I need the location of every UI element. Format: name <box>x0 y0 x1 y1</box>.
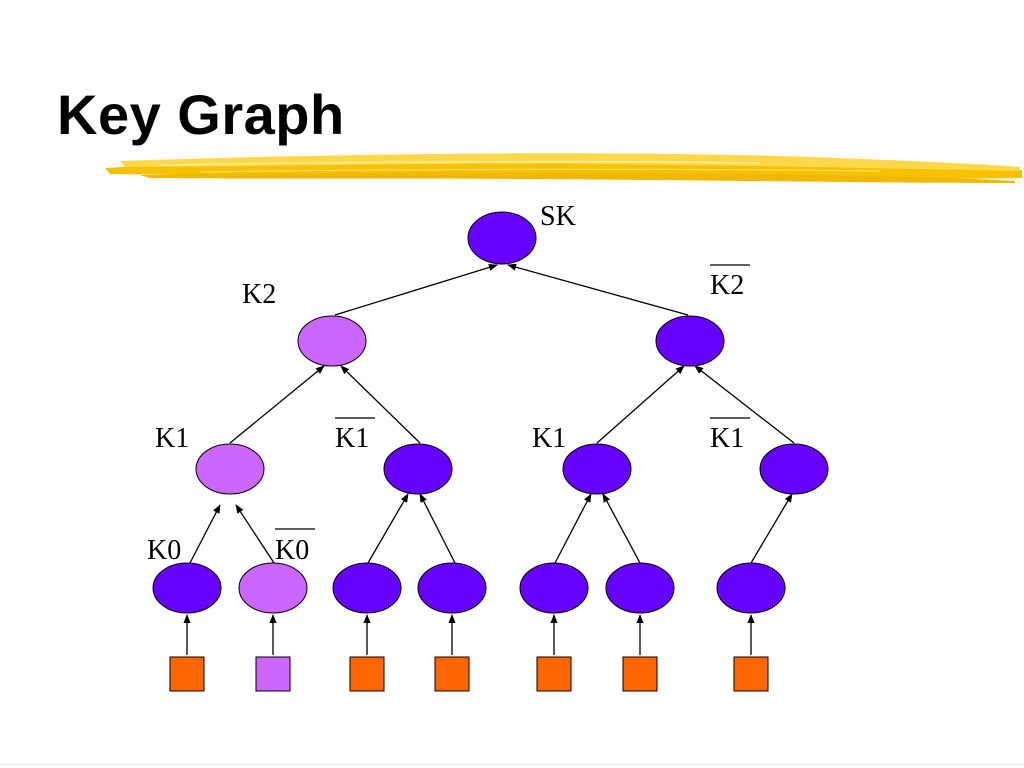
nodes <box>152 211 829 614</box>
edge-n5-k1r <box>554 493 592 564</box>
label-k0: K0 <box>147 535 181 566</box>
title-highlight-stroke <box>105 153 1022 183</box>
label-k1-right: K1 <box>532 423 566 454</box>
node-k0-3 <box>332 562 402 614</box>
label-k1-bar-right: K1 <box>710 423 744 454</box>
user-leaf-6 <box>622 656 658 692</box>
edge-k1barr-k2bar <box>694 365 795 444</box>
edge-k0-k1 <box>189 504 221 564</box>
node-k0-6 <box>605 562 675 614</box>
edge-k1bar-k2 <box>340 365 421 444</box>
edge-k0bar-k1 <box>235 504 275 564</box>
edge-n3-k1bar <box>367 493 409 564</box>
node-sk <box>467 211 537 265</box>
node-k2-bar <box>655 315 725 367</box>
label-k2: K2 <box>242 279 276 310</box>
edges <box>183 263 795 655</box>
user-leaf-4 <box>434 656 470 692</box>
node-k0-7 <box>716 562 786 614</box>
user-leaf-3 <box>349 656 385 692</box>
label-sk: SK <box>540 201 576 232</box>
user-leaf-5 <box>536 656 572 692</box>
node-k0 <box>152 562 222 614</box>
node-k2 <box>297 315 367 367</box>
node-k1 <box>195 443 265 495</box>
edge-n7-k1barr <box>750 493 793 564</box>
label-k2-bar: K2 <box>710 270 744 301</box>
edge-k1-k2 <box>229 365 325 444</box>
edge-k2-sk <box>334 263 498 316</box>
user-leaf-1 <box>169 656 205 692</box>
edge-k2bar-sk <box>507 263 689 316</box>
edge-k1r-k2bar <box>596 365 685 444</box>
node-k0-4 <box>417 562 487 614</box>
user-leaf-7 <box>733 656 769 692</box>
node-k0-5 <box>519 562 589 614</box>
edge-n4-k1bar <box>419 493 456 564</box>
edge-n6-k1r <box>602 493 641 564</box>
node-k1-bar <box>383 443 453 495</box>
key-labels: SK K2 K2 K1 K1 K1 K1 K0 K0 <box>147 201 750 566</box>
user-leaf-2 <box>255 656 291 692</box>
label-k1-left: K1 <box>155 423 189 454</box>
label-k0-bar: K0 <box>275 535 309 566</box>
node-k1-bar-right <box>759 443 829 495</box>
user-leaves <box>169 656 769 692</box>
node-k0-bar <box>238 562 308 614</box>
bottom-divider <box>0 764 1024 765</box>
label-k1-bar-left: K1 <box>335 423 369 454</box>
node-k1-right <box>562 443 632 495</box>
slide-title: Key Graph <box>57 83 345 146</box>
